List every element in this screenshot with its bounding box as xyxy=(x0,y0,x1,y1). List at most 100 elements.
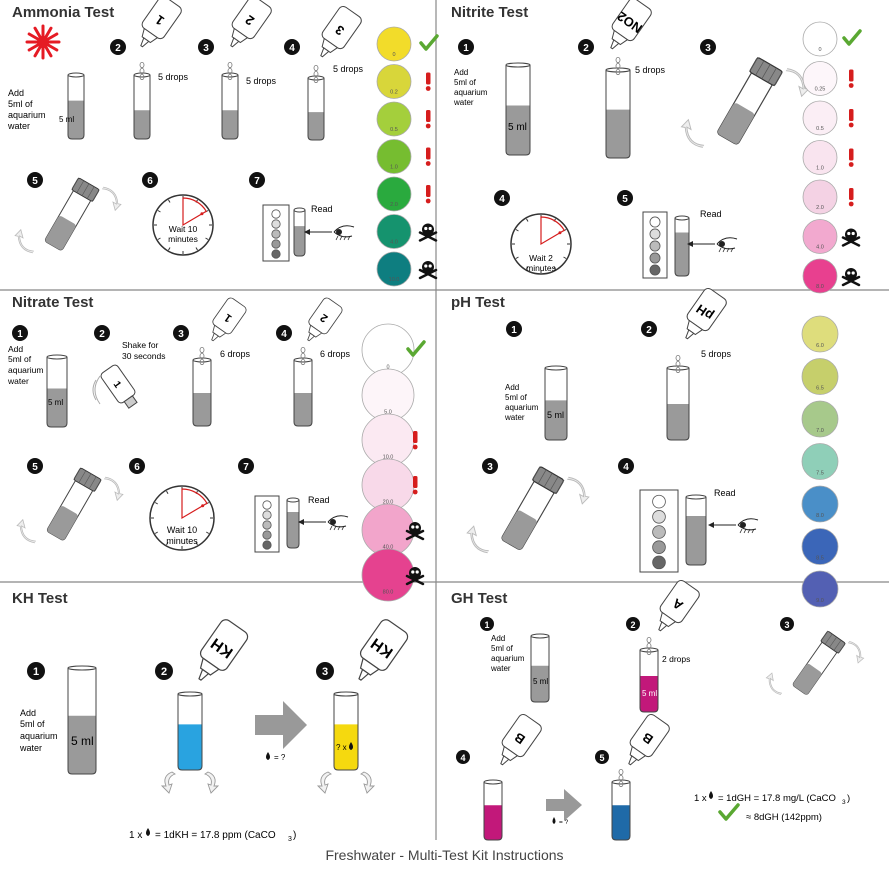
cap-ridge xyxy=(833,639,842,651)
clock-tick xyxy=(168,247,171,251)
brand-logo xyxy=(25,24,61,60)
shake-arrow-top-icon xyxy=(102,186,122,212)
clock-tick xyxy=(526,266,529,270)
svg-text:3: 3 xyxy=(784,620,789,630)
gh-bottle-b2: B xyxy=(628,713,670,766)
eye-lash xyxy=(730,247,734,253)
tube-outline xyxy=(544,368,568,441)
ammonia-swatch-5 xyxy=(376,214,412,249)
shake-arrow-bottom-icon xyxy=(16,518,36,544)
kh-tube-2 xyxy=(177,691,203,771)
ph-swatch-value: 7.5 xyxy=(816,470,824,476)
tube-outline xyxy=(674,218,690,277)
nitrate-bottle-2: 2 xyxy=(307,297,343,342)
cap-ridge xyxy=(824,633,833,645)
tube-liquid xyxy=(287,512,299,548)
warning-dot xyxy=(848,122,854,128)
bottle-tip xyxy=(628,755,638,766)
skull-icon xyxy=(418,223,438,242)
gh-add-1: Add xyxy=(491,634,505,643)
ammonia-swatch-2 xyxy=(376,101,412,137)
nitrate-shake-1: Shake for xyxy=(122,340,159,350)
nitrate-swatch-value: 5.0 xyxy=(384,410,392,416)
gh-drops: 2 drops xyxy=(662,654,690,664)
nitrite-swatch-2 xyxy=(802,100,838,136)
clock-sector xyxy=(181,488,208,520)
shake-arrow-top-icon xyxy=(567,476,590,505)
nitrite-swatch-3 xyxy=(802,140,838,175)
gh-drop-icon-1 xyxy=(552,817,556,824)
read-card-dot xyxy=(652,525,666,539)
svg-text:1: 1 xyxy=(463,43,469,54)
clock-tick xyxy=(553,266,556,270)
ph-swatch-3 xyxy=(801,443,839,480)
rotate-arrow-left-icon xyxy=(316,771,332,794)
drop xyxy=(139,68,145,75)
ammonia-wait-2: minutes xyxy=(168,234,198,244)
logo-center xyxy=(37,36,49,48)
kh-add-2: 5ml of xyxy=(20,719,45,729)
nitrate-read-card xyxy=(254,495,280,553)
svg-text:= 1dGH = 17.8 mg/L (CaCO: = 1dGH = 17.8 mg/L (CaCO xyxy=(718,793,836,804)
nitrate-step-3: 3 xyxy=(173,325,189,341)
cap-ridge xyxy=(555,479,565,495)
tube-liquid xyxy=(545,400,567,440)
ph-swatch-0 xyxy=(801,315,839,353)
warning-dot xyxy=(425,161,431,166)
svg-text:= 1dKH = 17.8 ppm (CaCO: = 1dKH = 17.8 ppm (CaCO xyxy=(155,830,276,841)
ph-read-tube xyxy=(685,494,707,566)
skull-icon xyxy=(405,567,425,586)
nitrite-eye-icon xyxy=(687,237,738,253)
check-icon xyxy=(419,34,439,51)
tube-outline xyxy=(333,694,359,771)
tube-rim xyxy=(333,691,359,697)
kh-step-3: 3 xyxy=(316,662,334,680)
tube-outline xyxy=(293,210,306,257)
drop xyxy=(227,62,233,69)
tube-outline xyxy=(685,497,707,566)
nitrate-shake-2: 30 seconds xyxy=(122,351,165,361)
kh-title: KH Test xyxy=(12,590,68,607)
nitrite-read-label: Read xyxy=(700,209,722,219)
svg-text:3: 3 xyxy=(178,329,184,340)
ammonia-swatch-0 xyxy=(376,26,412,62)
svg-text:1: 1 xyxy=(17,329,23,340)
kh-tube-count: ? x xyxy=(336,743,347,752)
drop xyxy=(300,352,306,359)
tube-liquid xyxy=(506,105,530,155)
svg-text:2: 2 xyxy=(115,43,121,54)
cap-ridge xyxy=(761,64,771,80)
eye-lash xyxy=(333,525,337,531)
nitrite-swatch-5 xyxy=(802,219,838,254)
tube-liquid xyxy=(68,715,96,774)
skull-icon xyxy=(841,228,861,247)
clock-tick xyxy=(526,218,529,222)
nitrite-title: Nitrite Test xyxy=(451,4,528,21)
ph-read-label: Read xyxy=(714,488,736,498)
gh-add-4: water xyxy=(490,664,511,673)
read-card-dot xyxy=(271,239,281,249)
nitrite-bottle: NO2 xyxy=(610,0,652,50)
ammonia-step-7: 7 xyxy=(249,172,265,188)
nitrite-panel: Nitrite Test 1 Add 5ml of aquarium water… xyxy=(451,0,862,294)
nitrate-drops-1: 6 drops xyxy=(220,349,251,359)
tube-outline xyxy=(666,368,690,441)
gh-arrow-right-icon xyxy=(546,789,582,821)
nitrite-step-5: 5 xyxy=(617,190,633,206)
ph-bottle: pH xyxy=(685,287,727,340)
nitrate-tube-label: 5 ml xyxy=(48,398,63,407)
gh-unknown: = ? xyxy=(552,817,569,826)
drop xyxy=(646,637,652,644)
read-card-dot xyxy=(262,510,272,520)
eye-lash xyxy=(726,247,730,253)
warning-icon xyxy=(849,148,854,161)
cap-ridge xyxy=(78,470,87,483)
ammonia-swatch-6 xyxy=(376,251,412,287)
drop xyxy=(615,69,621,76)
shake-tube-liquid xyxy=(45,216,76,250)
cap-ridge xyxy=(71,177,79,190)
cap-ridge xyxy=(81,183,90,196)
tube-rim xyxy=(530,633,550,639)
gh-step-5: 5 xyxy=(595,750,609,764)
warning-icon xyxy=(426,147,431,160)
